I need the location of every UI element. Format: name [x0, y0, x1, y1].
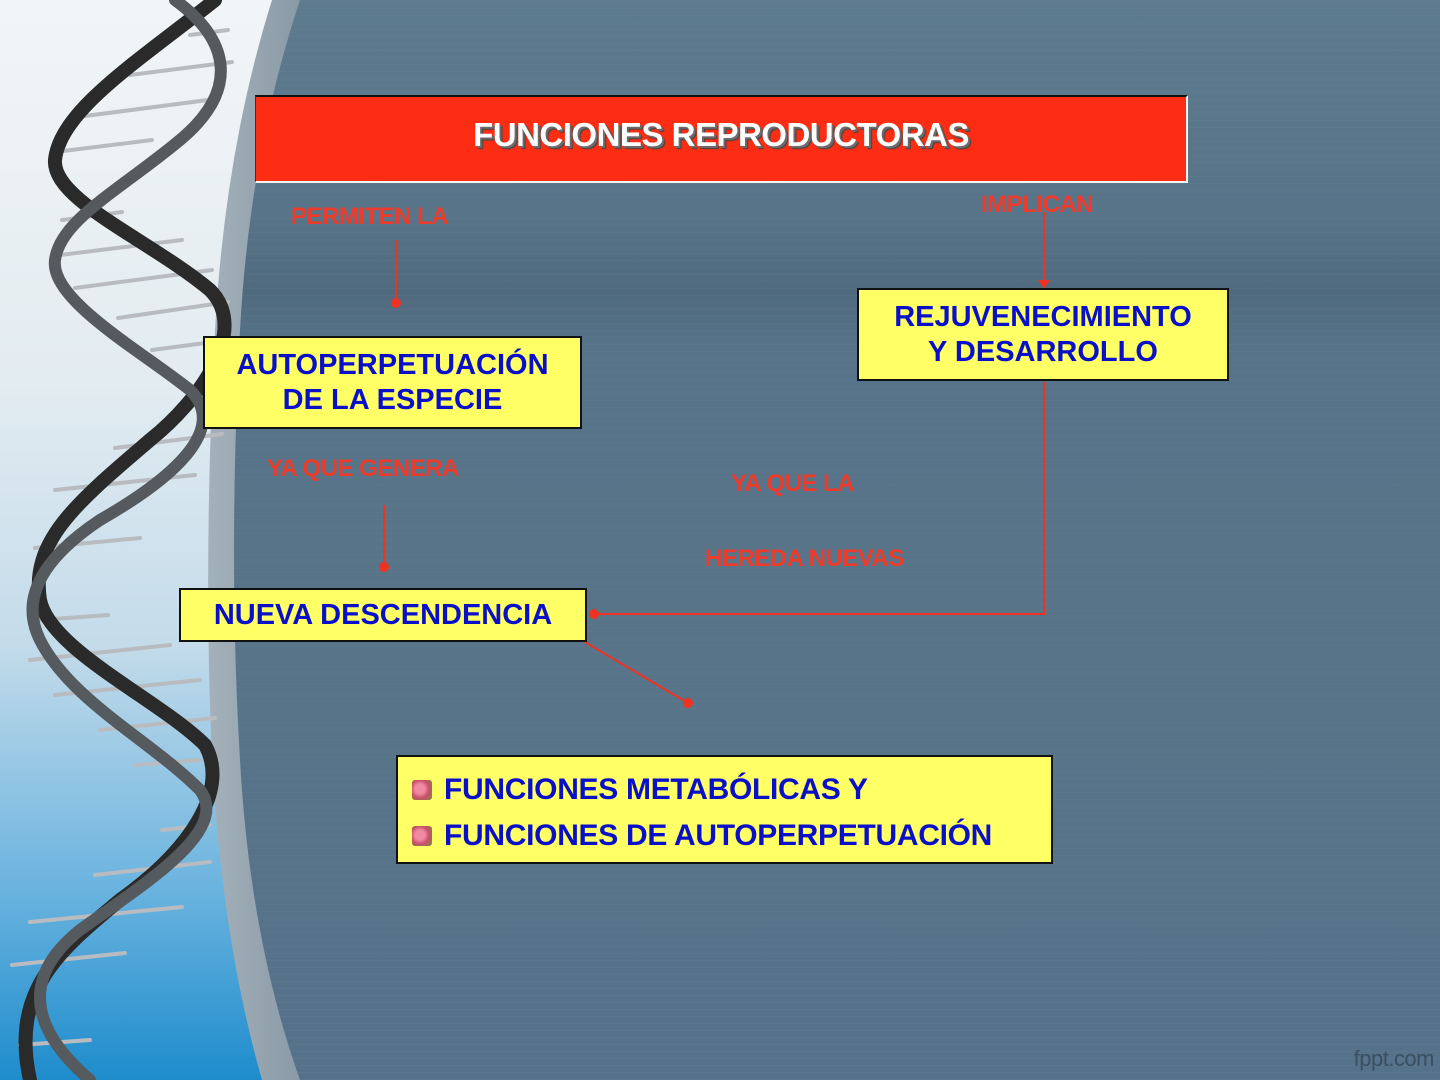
title-text: FUNCIONES REPRODUCTORAS	[473, 116, 969, 153]
bullet-text: FUNCIONES DE AUTOPERPETUACIÓN	[444, 819, 993, 852]
arrow-head-icon	[391, 298, 401, 308]
flower-bullet-icon	[412, 780, 432, 800]
dna-helix-illustration	[10, 0, 234, 1080]
title-box: FUNCIONES REPRODUCTORAS	[255, 95, 1188, 183]
node-rejuvenecimiento: REJUVENECIMIENTO Y DESARROLLO	[857, 288, 1229, 381]
node-autoperpetuacion-line2: DE LA ESPECIE	[282, 383, 503, 416]
bullet-item: FUNCIONES METABÓLICAS Y	[412, 767, 1051, 813]
node-rejuvenecimiento-line2: Y DESARROLLO	[928, 335, 1158, 368]
connector-label-hereda-nuevas: HEREDA NUEVAS	[705, 545, 904, 572]
arrow-head-icon	[379, 562, 389, 572]
connector-label-implican: IMPLICAN	[981, 191, 1094, 218]
bullet-text: FUNCIONES METABÓLICAS Y	[444, 773, 868, 806]
connector-label-ya-que-la: YA QUE LA	[731, 470, 855, 497]
functions-bullet-box: FUNCIONES METABÓLICAS Y FUNCIONES DE AUT…	[396, 755, 1053, 864]
flower-bullet-icon	[412, 826, 432, 846]
connector-label-permiten: PERMITEN LA	[291, 203, 449, 230]
arrow-head-icon	[1038, 280, 1050, 289]
node-nueva-descendencia-text: NUEVA DESCENDENCIA	[213, 598, 553, 631]
arrow-head-icon	[683, 698, 693, 708]
node-autoperpetuacion: AUTOPERPETUACIÓN DE LA ESPECIE	[203, 336, 582, 429]
arrow-head-icon	[589, 609, 599, 619]
node-nueva-descendencia: NUEVA DESCENDENCIA	[179, 588, 587, 642]
connector-label-ya-que-genera: YA QUE GENERA	[267, 455, 459, 482]
watermark: fppt.com	[1353, 1046, 1435, 1071]
bullet-item: FUNCIONES DE AUTOPERPETUACIÓN	[412, 813, 1051, 859]
node-autoperpetuacion-line1: AUTOPERPETUACIÓN	[236, 348, 549, 381]
node-rejuvenecimiento-line1: REJUVENECIMIENTO	[894, 300, 1192, 333]
